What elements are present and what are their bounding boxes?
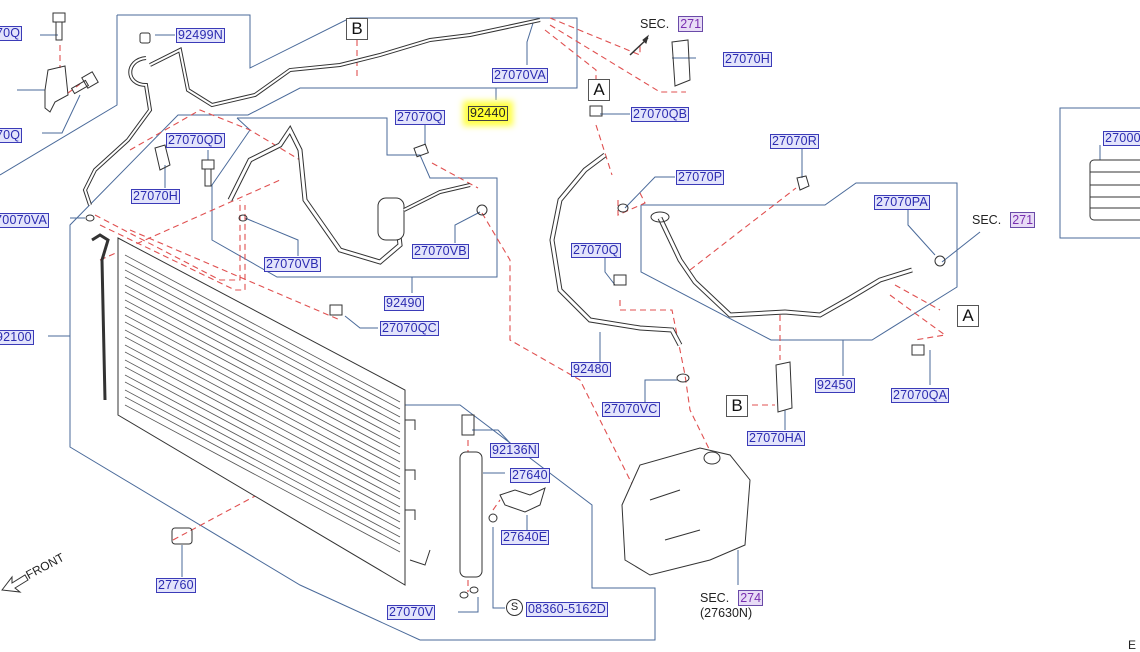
group-frame-92499n xyxy=(0,15,118,176)
leader-lines xyxy=(0,14,1140,641)
frame-27000 xyxy=(1059,107,1140,239)
condenser-92100 xyxy=(117,237,406,586)
bolt-27070qc xyxy=(329,304,343,316)
switch-92136n xyxy=(461,414,475,436)
bolt-27070qa xyxy=(911,344,925,356)
bracket-left xyxy=(44,65,69,113)
muffler-92490 xyxy=(377,197,405,241)
clip-27070h-right xyxy=(671,39,691,87)
callout-b-top: B xyxy=(346,18,368,40)
bracket-27640e xyxy=(499,487,546,513)
part-label-08360-5162d[interactable]: 08360-5162D xyxy=(526,602,608,617)
receiver-drier-27640 xyxy=(459,451,483,578)
clip-27070ha xyxy=(775,361,793,413)
part-label-27070q-right[interactable]: 27070Q xyxy=(571,243,621,258)
part-label-27760[interactable]: 27760 xyxy=(156,578,196,593)
bolt-top-left xyxy=(52,12,66,41)
part-label-27000[interactable]: 27000 xyxy=(1103,131,1140,146)
part-label-27070h-left[interactable]: 27070H xyxy=(131,189,180,204)
s-badge: S xyxy=(506,599,523,616)
section-sub-27630n: (27630N) xyxy=(700,606,753,620)
callout-b-mid: B xyxy=(726,395,748,417)
part-label-27070p[interactable]: 27070P xyxy=(676,170,725,185)
section-ref-top: SEC. 271 xyxy=(640,16,704,32)
part-label-27070vb-right[interactable]: 27070VB xyxy=(412,244,469,259)
part-label-27070vc[interactable]: 27070VC xyxy=(602,402,660,417)
part-label-27070q-left[interactable]: 70Q xyxy=(0,128,23,143)
sensor-27760 xyxy=(171,527,193,545)
part-label-92499n[interactable]: 92499N xyxy=(176,28,225,43)
bolt-27070qb xyxy=(589,105,603,117)
section-ref-bottom: SEC. 274 xyxy=(700,590,764,606)
part-label-27070q-top[interactable]: 70Q xyxy=(0,26,23,41)
part-label-27070va-left[interactable]: 270070VA xyxy=(0,213,50,228)
section-link-271-right[interactable]: 271 xyxy=(1010,212,1036,228)
compressor xyxy=(621,447,751,576)
section-link-274[interactable]: 274 xyxy=(738,590,764,606)
pipe-92450 xyxy=(657,216,913,318)
sec-word: SEC. xyxy=(700,591,730,605)
part-label-27070vb-left[interactable]: 27070VB xyxy=(264,257,321,272)
bolt-27070q-right xyxy=(613,274,627,286)
bolt-27070q-mid xyxy=(413,143,429,158)
front-arrow-icon xyxy=(1,574,29,593)
part-label-27070r[interactable]: 27070R xyxy=(770,134,819,149)
o-ring-27070pa xyxy=(934,255,946,267)
group-frame-left xyxy=(69,14,578,641)
part-label-92440-highlighted[interactable]: 92440 xyxy=(468,106,508,121)
label-sheet-27000 xyxy=(1089,159,1140,221)
part-label-27640[interactable]: 27640 xyxy=(510,468,550,483)
part-label-27070ha[interactable]: 27070HA xyxy=(747,431,805,446)
nut-27070r xyxy=(796,175,810,191)
figure-code: E xyxy=(1128,638,1137,652)
group-frame-92450 xyxy=(640,182,958,341)
group-frame-92490 xyxy=(211,117,498,278)
part-label-92100[interactable]: 92100 xyxy=(0,330,34,345)
part-label-92490[interactable]: 92490 xyxy=(384,296,424,311)
part-label-92450[interactable]: 92450 xyxy=(815,378,855,393)
part-label-27640e[interactable]: 27640E xyxy=(501,530,550,545)
part-drawings xyxy=(1,12,1140,599)
section-ref-right: SEC. 271 xyxy=(972,212,1036,228)
sec-word: SEC. xyxy=(640,17,670,31)
part-label-27070pa[interactable]: 27070PA xyxy=(874,195,930,210)
part-label-92136n[interactable]: 92136N xyxy=(490,443,539,458)
part-label-27070qd[interactable]: 27070QD xyxy=(166,133,225,148)
part-label-27070qb[interactable]: 27070QB xyxy=(631,107,690,122)
part-label-92480[interactable]: 92480 xyxy=(571,362,611,377)
part-label-27070v[interactable]: 27070V xyxy=(387,605,436,620)
part-label-27070va-top[interactable]: 27070VA xyxy=(492,68,548,83)
part-label-27070q-mid[interactable]: 27070Q xyxy=(395,110,445,125)
clip-27070h-left xyxy=(154,144,171,171)
part-label-27070h-right[interactable]: 27070H xyxy=(723,52,772,67)
pipe-92490 xyxy=(227,125,403,265)
bolt-27070qd xyxy=(201,159,215,170)
bolt-left-diag xyxy=(70,71,99,95)
section-link-271-top[interactable]: 271 xyxy=(678,16,704,32)
callout-a-top: A xyxy=(588,79,610,101)
group-frame-receiver xyxy=(380,404,656,641)
part-label-27070qa[interactable]: 27070QA xyxy=(891,388,950,403)
part-label-27070qc[interactable]: 27070QC xyxy=(380,321,439,336)
callout-a-right: A xyxy=(957,305,979,327)
sec-word: SEC. xyxy=(972,213,1002,227)
grommet-92499n xyxy=(139,32,151,44)
